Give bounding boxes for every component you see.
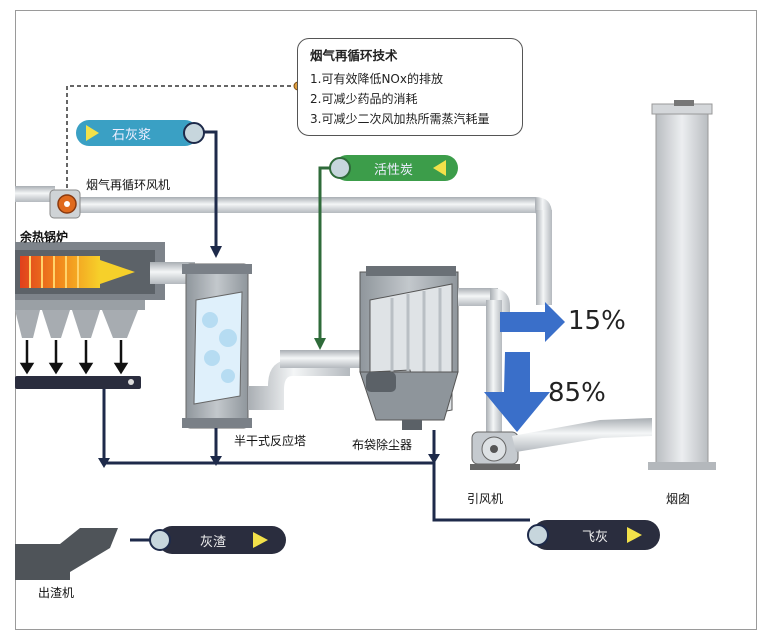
slag-remover-shape (15, 528, 118, 580)
diagram-frame (15, 10, 757, 630)
chimney-shape (648, 100, 716, 470)
waste-heat-boiler (15, 242, 195, 389)
lime-slurry-line (196, 130, 218, 248)
label-bag-filter: 布袋除尘器 (352, 438, 413, 452)
tag-lime-slurry (76, 120, 205, 146)
tag-fly-ash (527, 520, 660, 550)
stack-percentage: 85% (548, 378, 606, 408)
tag-activated-carbon-label: 活性炭 (374, 163, 414, 178)
tower-to-filter-duct (248, 350, 380, 410)
label-slag-remover: 出渣机 (38, 586, 75, 600)
recirculation-duct (15, 186, 552, 305)
label-semi-dry-tower: 半干式反应塔 (234, 434, 307, 448)
activated-carbon-line (318, 166, 332, 340)
note-item: 1.可有效降低NOx的排放 (310, 72, 443, 86)
tag-ash-slag (149, 526, 286, 554)
semi-dry-reaction-tower-shape (182, 263, 252, 429)
filter-to-fan-duct (458, 288, 510, 440)
recirculation-percentage: 15% (568, 306, 626, 336)
tag-lime-slurry-label: 石灰浆 (112, 128, 152, 143)
note-item: 2.可减少药品的消耗 (310, 92, 418, 106)
note-item: 3.可减少二次风加热所需蒸汽耗量 (310, 112, 490, 126)
note-connector (66, 85, 298, 190)
bag-filter-shape (359, 266, 459, 430)
note-title: 烟气再循环技术 (310, 48, 398, 63)
label-induced-fan: 引风机 (467, 492, 504, 506)
label-chimney: 烟囱 (666, 492, 691, 506)
ash-collection-lines (102, 389, 530, 542)
split-arrows (484, 302, 565, 432)
label-boiler: 余热锅炉 (20, 230, 69, 244)
tag-fly-ash-label: 飞灰 (582, 530, 609, 545)
technology-note: 烟气再循环技术 1.可有效降低NOx的排放 2.可减少药品的消耗 3.可减少二次… (297, 38, 523, 136)
recirculation-fan (49, 189, 81, 219)
induced-draft-fan-shape (470, 418, 652, 470)
label-recirculation-fan: 烟气再循环风机 (86, 178, 171, 192)
tag-ash-slag-label: 灰渣 (200, 535, 227, 550)
tag-activated-carbon (329, 155, 458, 181)
